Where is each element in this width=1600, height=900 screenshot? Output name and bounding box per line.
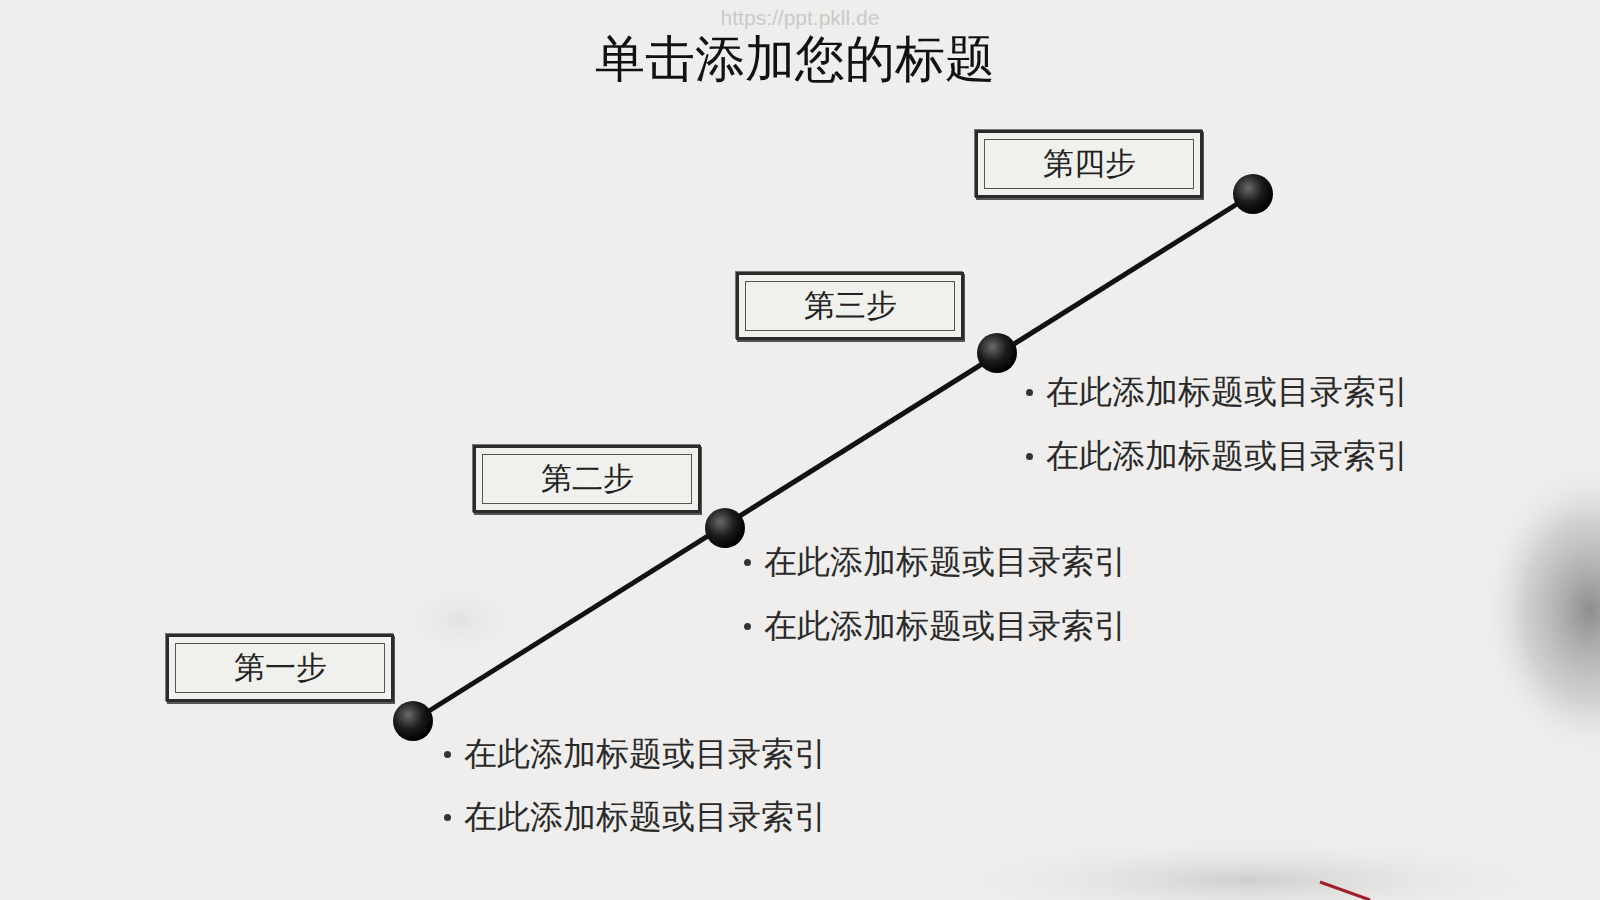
ink-wash [920, 835, 1580, 900]
step-box: 第三步 [736, 272, 964, 340]
bullet-dot [444, 751, 451, 758]
bullet-text: 在此添加标题或目录索引 [1046, 434, 1409, 479]
step-label: 第二步 [541, 458, 634, 500]
bullet-item: 在此添加标题或目录索引 [444, 795, 827, 840]
ink-wash [400, 580, 520, 660]
ink-wash [1480, 460, 1600, 760]
step-label: 第三步 [804, 285, 897, 327]
bullet-dot [1026, 453, 1033, 460]
step-label: 第一步 [234, 647, 327, 689]
bullet-item: 在此添加标题或目录索引 [444, 732, 827, 777]
step-label: 第四步 [1043, 143, 1136, 185]
bullet-text: 在此添加标题或目录索引 [1046, 370, 1409, 415]
bullet-text: 在此添加标题或目录索引 [464, 795, 827, 840]
bullet-item: 在此添加标题或目录索引 [1026, 434, 1409, 479]
bullet-text: 在此添加标题或目录索引 [464, 732, 827, 777]
bullet-dot [444, 814, 451, 821]
red-stroke [1320, 882, 1370, 900]
slide-title: 单击添加您的标题 [595, 26, 995, 93]
step-dot [977, 333, 1017, 373]
step-box: 第四步 [975, 130, 1203, 198]
watermark: https://ppt.pkll.de [721, 6, 880, 30]
step-dot [705, 508, 745, 548]
step-box: 第二步 [473, 445, 701, 513]
step-dot [393, 701, 433, 741]
bullet-item: 在此添加标题或目录索引 [744, 540, 1127, 585]
bullet-dot [744, 559, 751, 566]
bullet-dot [1026, 389, 1033, 396]
bullet-item: 在此添加标题或目录索引 [1026, 370, 1409, 415]
step-dot [1233, 174, 1273, 214]
bullet-item: 在此添加标题或目录索引 [744, 604, 1127, 649]
bullet-text: 在此添加标题或目录索引 [764, 540, 1127, 585]
bullet-dot [744, 623, 751, 630]
step-box: 第一步 [166, 634, 394, 702]
bullet-text: 在此添加标题或目录索引 [764, 604, 1127, 649]
